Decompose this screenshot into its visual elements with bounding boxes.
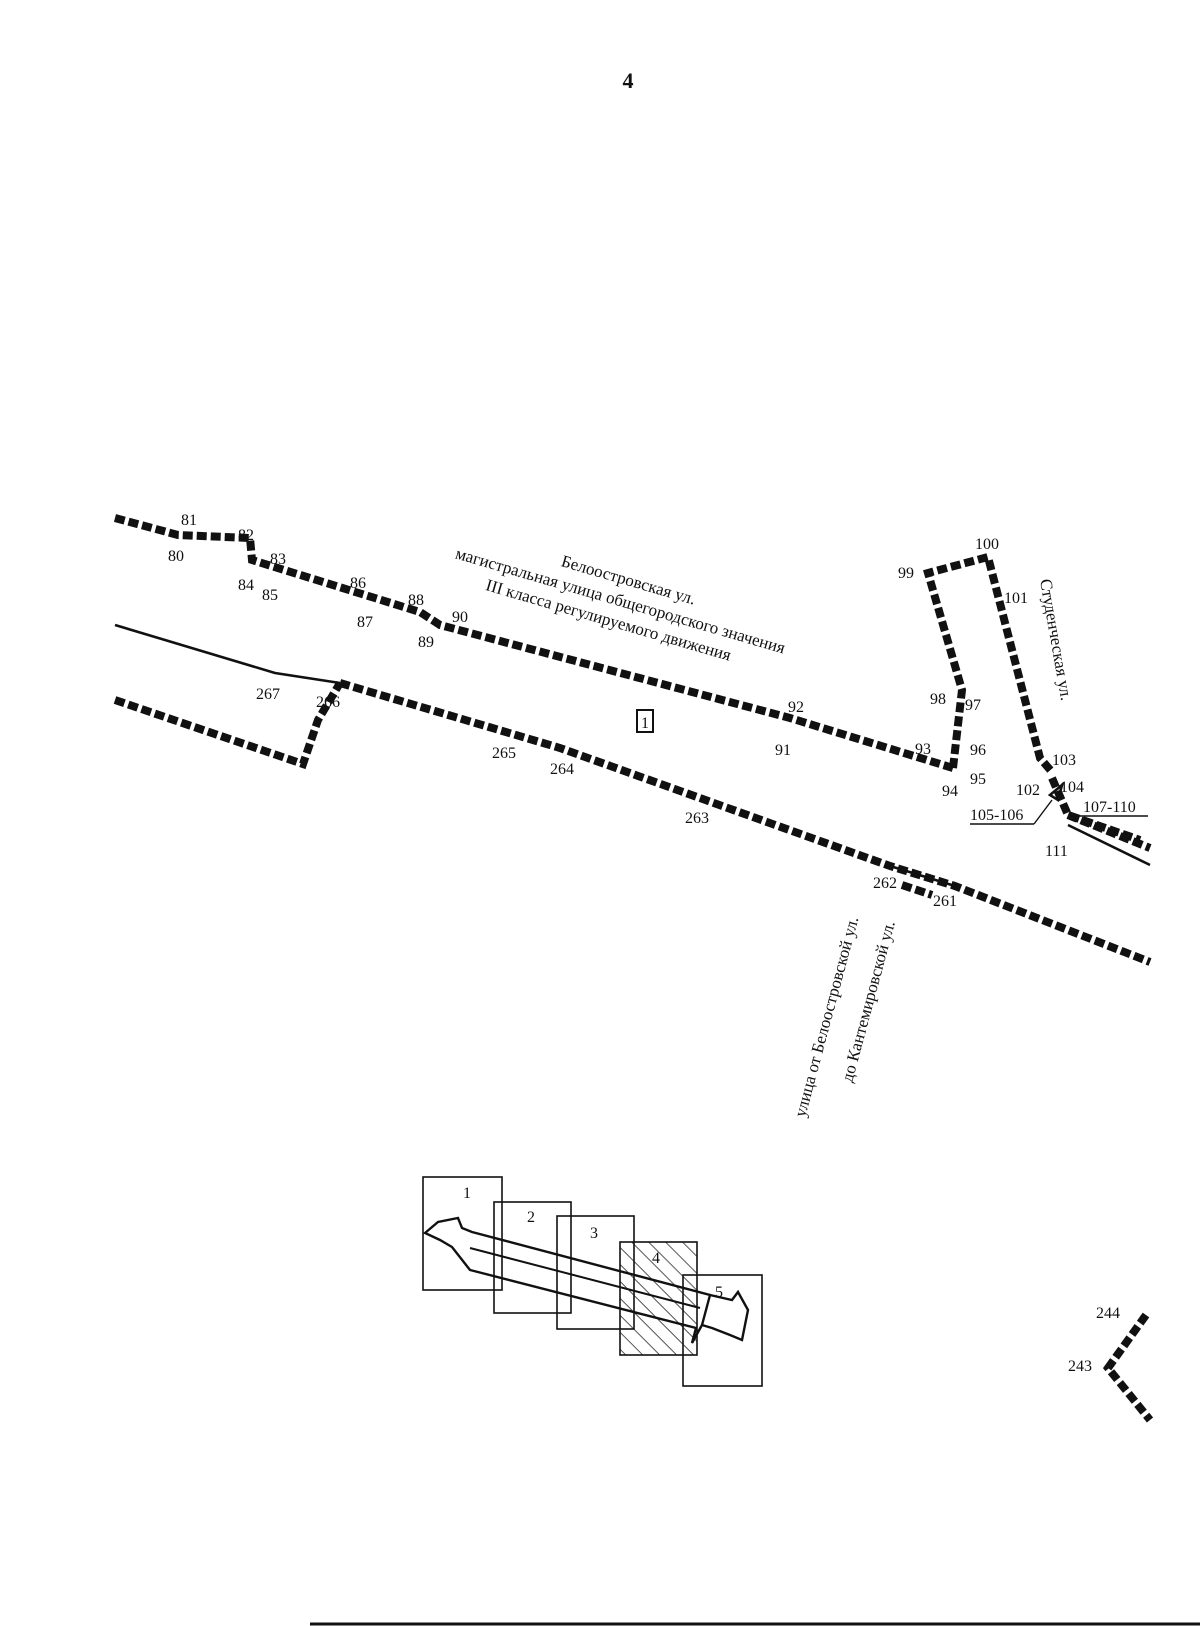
connector-stub-line — [900, 881, 934, 899]
boundary-lines — [113, 514, 1154, 1423]
point-label: 262 — [873, 875, 897, 892]
point-label: 102 — [1016, 782, 1040, 799]
key-map-sheet-frame — [682, 1274, 763, 1387]
key-map-boundary-outline-east — [701, 1289, 750, 1342]
point-label: 91 — [775, 742, 791, 759]
southeast-fragment-line — [1102, 1312, 1154, 1423]
point-labels: 80 81 82 83 84 85 86 87 88 89 90 91 92 9… — [168, 512, 1148, 1375]
point-label: 103 — [1052, 752, 1076, 769]
point-label: 90 — [452, 609, 468, 626]
street-label-connector-1: улица от Белоостровской ул. — [791, 914, 863, 1119]
point-label: 82 — [238, 527, 254, 544]
point-label: 93 — [915, 741, 931, 758]
key-map-sheet-label: 1 — [463, 1185, 471, 1202]
point-label: 264 — [550, 761, 574, 778]
east-dashed-line — [1066, 811, 1152, 852]
point-label: 87 — [357, 614, 373, 631]
south-thin-line-261 — [889, 864, 956, 888]
key-map-sheet-frame — [422, 1176, 503, 1291]
point-label: 85 — [262, 587, 278, 604]
point-label: 104 — [1060, 779, 1084, 796]
point-label: 105-106 — [970, 807, 1023, 824]
point-label: 95 — [970, 771, 986, 788]
page-number: 4 — [623, 68, 634, 93]
point-label: 81 — [181, 512, 197, 529]
point-label: 97 — [965, 697, 981, 714]
street-label-studencheskaya: Студенческая ул. — [1036, 577, 1076, 702]
point-label: 86 — [350, 575, 366, 592]
southwest-boundary-line — [113, 680, 344, 770]
key-map-sheet-label: 4 — [652, 1250, 660, 1267]
north-boundary-line — [113, 514, 955, 772]
key-map-current-sheet-hatch — [619, 1241, 698, 1356]
key-map-sheet-label: 3 — [590, 1225, 598, 1242]
zone-marker-label: 1 — [641, 715, 649, 732]
street-labels: Белоостровская ул. магистральная улица о… — [453, 544, 787, 665]
point-label: 107-110 — [1083, 799, 1136, 816]
point-label: 98 — [930, 691, 946, 708]
point-label: 80 — [168, 548, 184, 565]
key-map-sheet-label: 2 — [527, 1209, 535, 1226]
point-label: 99 — [898, 565, 914, 582]
point-label: 267 — [256, 686, 280, 703]
key-map-inner-line — [469, 1247, 701, 1309]
key-map: 1 2 3 4 5 — [422, 1176, 763, 1387]
point-label: 100 — [975, 536, 999, 553]
point-label: 265 — [492, 745, 516, 762]
point-label: 111 — [1045, 843, 1068, 860]
key-map-sheet-label: 5 — [715, 1284, 723, 1301]
point-label: 261 — [933, 893, 957, 910]
point-label-leader — [1033, 799, 1053, 825]
point-label: 84 — [238, 577, 254, 594]
point-label: 263 — [685, 810, 709, 827]
point-label: 243 — [1068, 1358, 1092, 1375]
key-map-sheet-frame — [556, 1215, 635, 1330]
point-label: 96 — [970, 742, 986, 759]
zone-marker-box — [636, 709, 654, 733]
east-thin-line — [1067, 823, 1151, 867]
junction-marker — [1047, 781, 1065, 803]
point-label: 92 — [788, 699, 804, 716]
south-thin-line-west — [114, 623, 341, 685]
point-label: 89 — [418, 634, 434, 651]
point-label: 244 — [1096, 1305, 1120, 1322]
point-label: 88 — [408, 592, 424, 609]
point-label: 101 — [1004, 590, 1028, 607]
point-label: 94 — [942, 783, 958, 800]
point-label: 266 — [316, 694, 340, 711]
studencheskaya-boundary-line — [923, 552, 1056, 775]
point-label: 83 — [270, 551, 286, 568]
